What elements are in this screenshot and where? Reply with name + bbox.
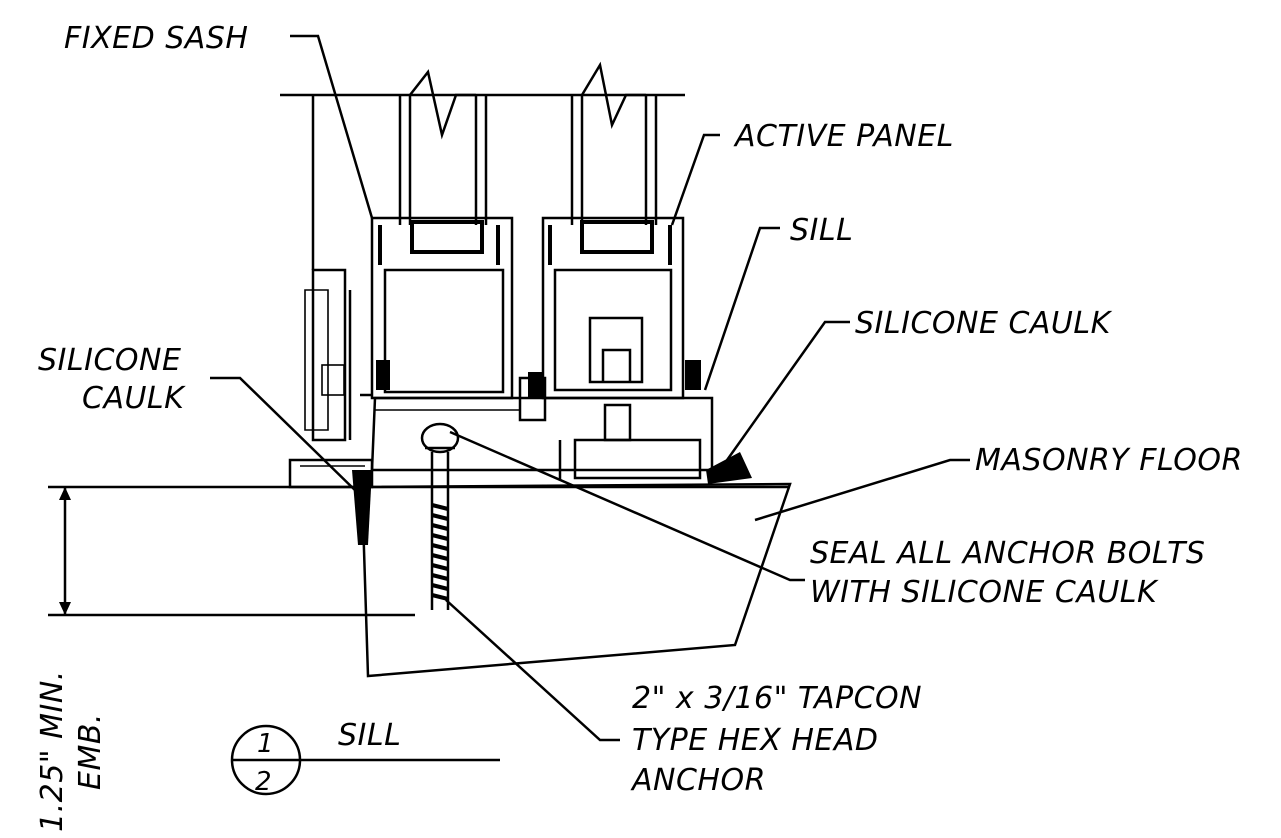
section-number-bottom: 2 [255, 767, 272, 797]
label-fixed-sash: FIXED SASH [64, 21, 248, 56]
label-silicone-caulk-left-2: CAULK [82, 381, 186, 416]
label-sill: SILL [790, 213, 853, 248]
section-marker [230, 724, 500, 796]
label-embedment-2: EMB. [73, 713, 108, 790]
label-tapcon-1: 2" x 3/16" TAPCON [632, 681, 922, 716]
active-panel-profile [541, 61, 701, 400]
label-seal-anchor-2: WITH SILICONE CAULK [810, 575, 1159, 610]
embedment-dimension [48, 487, 415, 617]
section-number-top: 1 [257, 729, 274, 759]
label-tapcon-3: ANCHOR [630, 763, 766, 798]
label-seal-anchor-1: SEAL ALL ANCHOR BOLTS [810, 536, 1205, 571]
label-section-title: SILL [338, 718, 401, 753]
leader-lines [210, 34, 970, 742]
masonry-floor-slab [48, 482, 792, 678]
label-silicone-caulk-left-1: SILICONE [38, 343, 181, 378]
label-tapcon-2: TYPE HEX HEAD [632, 723, 878, 758]
label-silicone-caulk-right: SILICONE CAULK [855, 306, 1113, 341]
label-masonry-floor: MASONRY FLOOR [975, 443, 1243, 478]
label-active-panel: ACTIVE PANEL [733, 119, 954, 154]
label-embedment-1: 1.25" MIN. [35, 670, 70, 832]
sill-profile [288, 372, 752, 489]
fixed-sash-profile [280, 69, 685, 442]
tapcon-anchor [352, 422, 460, 610]
